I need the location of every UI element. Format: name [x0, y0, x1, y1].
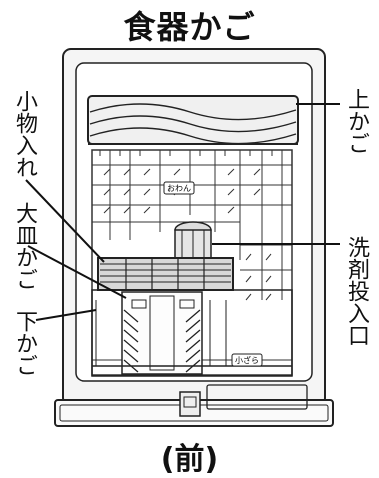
label-upper-basket: 上かご — [344, 88, 369, 154]
rack-tag-owan: おわん — [163, 181, 195, 195]
view-direction-label: (前) — [160, 442, 219, 477]
diagram-title: 食器かご — [123, 8, 256, 46]
upper-basket — [87, 95, 299, 145]
label-small-items-basket: 小物入れ — [12, 90, 37, 178]
large-plate-basket — [121, 291, 203, 375]
detergent-inlet — [174, 221, 212, 259]
label-large-plate-basket: 大皿かご — [12, 202, 37, 290]
rack-tag-kozara: 小ざら — [231, 353, 263, 367]
svg-text:おわん: おわん — [167, 184, 191, 193]
label-lower-basket: 下かご — [12, 310, 37, 376]
label-detergent-inlet: 洗剤投入口 — [344, 236, 369, 346]
small-items-basket — [97, 257, 234, 291]
svg-text:小ざら: 小ざら — [235, 355, 259, 365]
leader-lines — [25, 103, 340, 321]
